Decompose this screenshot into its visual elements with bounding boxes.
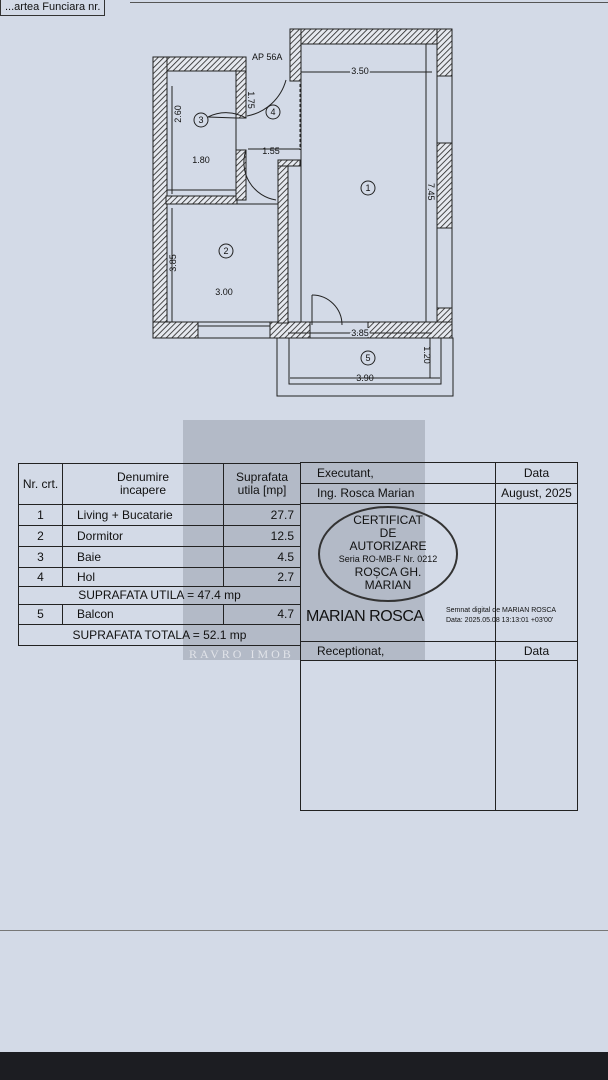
floor-plan: AP 56A 3.50 7.45 3.85 3.00 3.85 2.60 1.8… <box>152 28 454 397</box>
date-label: Data <box>495 462 578 484</box>
row-area: 27.7 <box>223 504 301 526</box>
row-name: Dormitor <box>62 525 224 547</box>
room-1-label: 1 <box>365 183 370 193</box>
row-area: 4.5 <box>223 546 301 568</box>
svg-text:1.80: 1.80 <box>192 155 210 165</box>
svg-text:4: 4 <box>270 107 275 117</box>
grand-total: SUPRAFATA TOTALA = 52.1 mp <box>18 624 301 646</box>
row-name: Balcon <box>62 604 224 625</box>
svg-text:7.45: 7.45 <box>426 183 436 201</box>
svg-text:3.90: 3.90 <box>356 373 374 383</box>
digital-signature-line1: Semnat digital de MARIAN ROSCA <box>446 607 557 614</box>
receptionat-date-area <box>495 660 578 811</box>
svg-text:5: 5 <box>365 353 370 363</box>
row-area: 2.7 <box>223 567 301 587</box>
svg-text:1.75: 1.75 <box>246 91 256 109</box>
row-nr: 4 <box>18 567 63 587</box>
row-area: 4.7 <box>223 604 301 625</box>
digital-signature-line2: Data: 2025.05.08 13:13:01 +03'00' <box>446 617 554 624</box>
row-nr: 5 <box>18 604 63 625</box>
row-nr: 2 <box>18 525 63 547</box>
header-name: Denumire incapere <box>62 463 224 505</box>
header-area: Suprafata utila [mp] <box>223 463 301 505</box>
svg-text:3.85: 3.85 <box>168 254 178 272</box>
svg-text:3: 3 <box>198 115 203 125</box>
receptionat-area <box>300 660 496 811</box>
row-nr: 3 <box>18 546 63 568</box>
svg-text:2.60: 2.60 <box>173 105 183 123</box>
receptionat-label: Receptionat, <box>300 641 496 661</box>
svg-text:1.55: 1.55 <box>262 146 280 156</box>
svg-text:2: 2 <box>223 246 228 256</box>
executant-name: Ing. Rosca Marian <box>300 483 496 504</box>
receptionat-date-label: Data <box>495 641 578 661</box>
digital-signature-name: MARIAN ROSCA <box>306 608 424 625</box>
row-name: Baie <box>62 546 224 568</box>
useful-total: SUPRAFATA UTILA = 47.4 mp <box>18 586 301 605</box>
header-fragment: ...artea Funciara nr. <box>0 0 106 16</box>
row-area: 12.5 <box>223 525 301 547</box>
date-value: August, 2025 <box>495 483 578 504</box>
apartment-label: AP 56A <box>252 52 282 62</box>
page-bottom-line <box>0 930 608 931</box>
svg-text:1.20: 1.20 <box>422 346 432 364</box>
row-nr: 1 <box>18 504 63 526</box>
executant-label: Executant, <box>300 462 496 484</box>
header-nr: Nr. crt. <box>18 463 63 505</box>
svg-text:3.50: 3.50 <box>351 66 369 76</box>
top-line <box>130 2 608 3</box>
svg-text:3.85: 3.85 <box>351 328 369 338</box>
page-edge <box>0 1052 608 1080</box>
svg-text:3.00: 3.00 <box>215 287 233 297</box>
row-name: Living + Bucatarie <box>62 504 224 526</box>
row-name: Hol <box>62 567 224 587</box>
